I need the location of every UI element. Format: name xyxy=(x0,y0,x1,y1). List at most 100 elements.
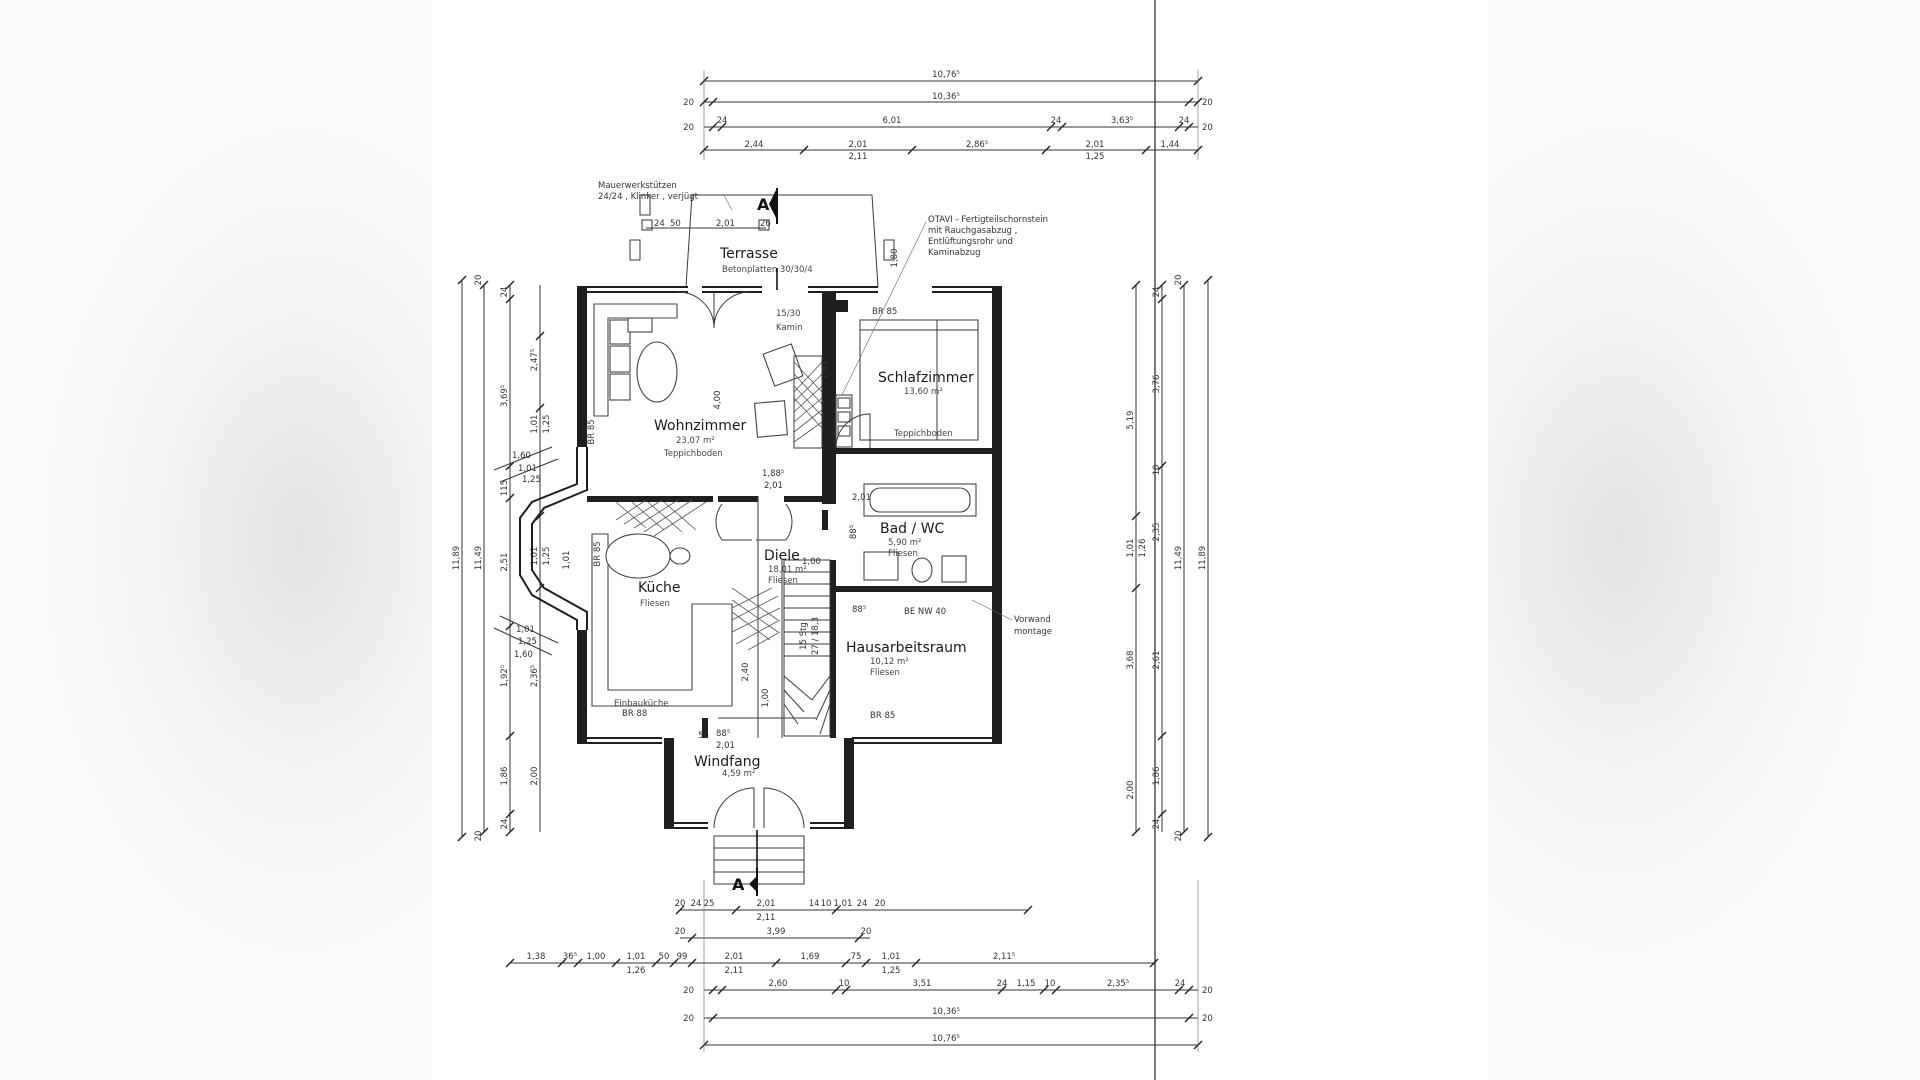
svg-text:15 Stg: 15 Stg xyxy=(799,622,809,650)
svg-text:20: 20 xyxy=(683,98,694,108)
svg-text:24: 24 xyxy=(857,899,868,909)
svg-text:montage: montage xyxy=(1014,627,1052,637)
svg-text:20: 20 xyxy=(683,123,694,133)
bay-window: 1,60 1,01 1,25 1,01 1,25 1,60 1,01 xyxy=(493,446,588,660)
svg-text:1,60: 1,60 xyxy=(514,650,533,660)
svg-text:2,36⁵: 2,36⁵ xyxy=(530,665,540,687)
svg-text:1,26: 1,26 xyxy=(1138,539,1148,558)
annotation-notes: Mauerwerkstützen 24/24 , Klinker , verjü… xyxy=(598,181,1048,396)
svg-text:BR 85: BR 85 xyxy=(870,711,895,721)
svg-text:1,26: 1,26 xyxy=(627,966,646,976)
svg-text:24/24 , Klinker , verjügt: 24/24 , Klinker , verjügt xyxy=(598,192,699,202)
staircase: 15 Stg 27 / 18,3 xyxy=(783,559,831,737)
svg-text:24: 24 xyxy=(691,899,702,909)
room-diele-name: Diele xyxy=(764,548,800,564)
svg-text:2,01: 2,01 xyxy=(716,741,735,751)
svg-text:1,01: 1,01 xyxy=(882,952,901,962)
svg-text:1,01: 1,01 xyxy=(530,415,540,434)
svg-text:1,25: 1,25 xyxy=(882,966,901,976)
svg-text:50: 50 xyxy=(670,219,681,229)
svg-text:2,11: 2,11 xyxy=(849,152,868,162)
svg-text:1,88⁵: 1,88⁵ xyxy=(762,469,784,479)
blurred-background-right xyxy=(1488,0,1920,1080)
svg-text:20: 20 xyxy=(875,899,886,909)
svg-text:2,35⁵: 2,35⁵ xyxy=(1107,979,1129,989)
svg-text:mit Rauchgasabzug ,: mit Rauchgasabzug , xyxy=(928,226,1017,236)
kueche: Küche Fliesen Einbauküche BR 88 BR 85 xyxy=(591,499,733,719)
svg-text:3,68: 3,68 xyxy=(1126,651,1136,670)
svg-text:1,01: 1,01 xyxy=(627,952,646,962)
room-schlafzimmer-name: Schlafzimmer xyxy=(878,370,974,386)
section-marker-bottom: A xyxy=(732,830,758,896)
blurred-background-left xyxy=(0,0,432,1080)
svg-text:11,89: 11,89 xyxy=(1198,546,1208,570)
svg-text:20: 20 xyxy=(683,1014,694,1024)
svg-text:Kaminabzug: Kaminabzug xyxy=(928,248,981,258)
svg-text:24: 24 xyxy=(1051,116,1062,126)
dim-top-overall: 10,76⁵ xyxy=(932,70,960,80)
svg-text:2,11: 2,11 xyxy=(757,913,776,923)
svg-text:20: 20 xyxy=(675,899,686,909)
svg-text:Mauerwerkstützen: Mauerwerkstützen xyxy=(598,181,677,191)
svg-text:2,40: 2,40 xyxy=(741,663,751,682)
svg-text:20: 20 xyxy=(675,927,686,937)
svg-text:20: 20 xyxy=(683,986,694,996)
svg-text:1,86: 1,86 xyxy=(1152,767,1162,786)
svg-text:1,00: 1,00 xyxy=(587,952,606,962)
svg-text:3,76: 3,76 xyxy=(1152,375,1162,394)
svg-text:1,25: 1,25 xyxy=(522,475,541,485)
svg-text:BR 88: BR 88 xyxy=(622,709,647,719)
svg-text:1,25: 1,25 xyxy=(518,637,537,647)
svg-text:3,63⁵: 3,63⁵ xyxy=(1111,116,1133,126)
svg-text:20: 20 xyxy=(1202,98,1213,108)
dim-bottom-overall: 10,76⁵ xyxy=(932,1034,960,1044)
svg-text:OTAVI - Fertigteilschornstein: OTAVI - Fertigteilschornstein xyxy=(928,215,1048,225)
room-hausarbeitsraum-name: Hausarbeitsraum xyxy=(846,640,967,656)
svg-text:20: 20 xyxy=(1174,831,1184,842)
svg-text:1,01: 1,01 xyxy=(1126,539,1136,558)
outer-walls xyxy=(577,286,1002,829)
svg-text:1,38: 1,38 xyxy=(527,952,546,962)
svg-text:4,00: 4,00 xyxy=(713,391,723,410)
svg-text:15/30: 15/30 xyxy=(776,309,801,319)
floor-plan-sheet: 10,76⁵ 20 10,36⁵ 20 20 24 6,01 24 3,63⁵ … xyxy=(432,0,1488,1080)
svg-text:24: 24 xyxy=(1152,287,1162,298)
hausarbeitsraum: Hausarbeitsraum 10,12 m² Fliesen BR 85 xyxy=(846,640,967,721)
floor-plan-drawing: 10,76⁵ 20 10,36⁵ 20 20 24 6,01 24 3,63⁵ … xyxy=(452,0,1213,1080)
right-dimension-chains: 11,89 11,49 20 24 3,76 5,19 10 1,01 1,26… xyxy=(1126,275,1213,842)
svg-text:88⁵: 88⁵ xyxy=(852,605,866,615)
wohnzimmer-furniture: Wohnzimmer 23,07 m² Teppichboden 4,00 BR… xyxy=(587,291,831,459)
svg-text:1,15: 1,15 xyxy=(1017,979,1036,989)
svg-text:75: 75 xyxy=(851,952,862,962)
svg-text:50: 50 xyxy=(698,731,709,741)
svg-text:20: 20 xyxy=(1202,986,1213,996)
svg-text:2,01: 2,01 xyxy=(852,493,871,503)
svg-text:1,69: 1,69 xyxy=(801,952,820,962)
svg-text:2,61: 2,61 xyxy=(1152,651,1162,670)
svg-text:2,01: 2,01 xyxy=(849,140,868,150)
windfang: Windfang 4,59 m² 88⁵ 2,01 50 xyxy=(694,729,805,829)
svg-text:2,51: 2,51 xyxy=(500,553,510,572)
svg-text:24: 24 xyxy=(500,287,510,298)
svg-text:1,00: 1,00 xyxy=(761,689,771,708)
svg-text:20: 20 xyxy=(861,927,872,937)
dim-bottom-inner: 10,36⁵ xyxy=(932,1007,960,1017)
svg-text:13,60 m²: 13,60 m² xyxy=(904,387,943,397)
svg-text:88⁵: 88⁵ xyxy=(849,525,859,539)
svg-text:BE NW 40: BE NW 40 xyxy=(904,607,946,617)
svg-text:1,44: 1,44 xyxy=(1161,140,1180,150)
svg-text:24: 24 xyxy=(500,819,510,830)
svg-text:27 / 18,3: 27 / 18,3 xyxy=(811,617,821,655)
svg-text:2,01: 2,01 xyxy=(1086,140,1105,150)
svg-text:88⁵: 88⁵ xyxy=(716,729,730,739)
svg-text:20: 20 xyxy=(1202,1014,1213,1024)
dim-top-inner: 10,36⁵ xyxy=(932,92,960,102)
svg-text:20: 20 xyxy=(474,275,484,286)
room-kueche-name: Küche xyxy=(638,580,681,596)
room-bad-name: Bad / WC xyxy=(880,521,945,537)
svg-text:2,01: 2,01 xyxy=(757,899,776,909)
room-windfang-name: Windfang xyxy=(694,754,760,770)
svg-text:BR 85: BR 85 xyxy=(593,541,603,566)
svg-text:20: 20 xyxy=(1202,123,1213,133)
svg-text:3,99: 3,99 xyxy=(767,927,786,937)
